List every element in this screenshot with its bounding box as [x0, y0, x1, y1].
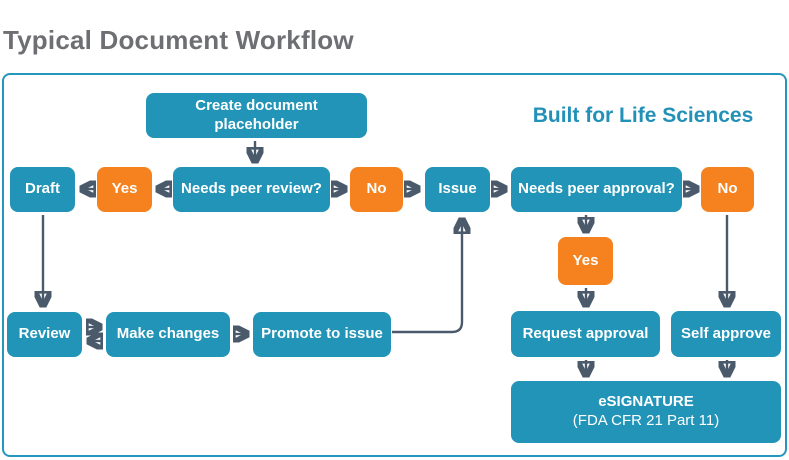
node-needs-peer-approval: Needs peer approval? — [511, 167, 682, 212]
node-esignature: eSIGNATURE (FDA CFR 21 Part 11) — [511, 381, 781, 443]
node-promote-to-issue: Promote to issue — [253, 312, 391, 357]
node-no-approval: No — [701, 167, 754, 212]
node-yes-approval: Yes — [558, 237, 613, 285]
node-issue: Issue — [425, 167, 490, 212]
node-draft: Draft — [10, 167, 75, 212]
node-create-document-placeholder: Create document placeholder — [146, 93, 367, 138]
node-needs-peer-review: Needs peer review? — [173, 167, 330, 212]
node-review: Review — [7, 312, 82, 357]
banner-text: Built for Life Sciences — [532, 104, 754, 127]
node-request-approval: Request approval — [511, 311, 660, 357]
workflow-frame — [2, 73, 787, 457]
page-title: Typical Document Workflow — [3, 25, 354, 55]
esignature-subtitle: (FDA CFR 21 Part 11) — [572, 412, 720, 429]
esignature-title: eSIGNATURE — [598, 393, 694, 411]
node-yes-review: Yes — [97, 167, 152, 212]
node-make-changes: Make changes — [106, 312, 230, 357]
node-no-review: No — [350, 167, 403, 212]
node-self-approve: Self approve — [671, 311, 781, 357]
